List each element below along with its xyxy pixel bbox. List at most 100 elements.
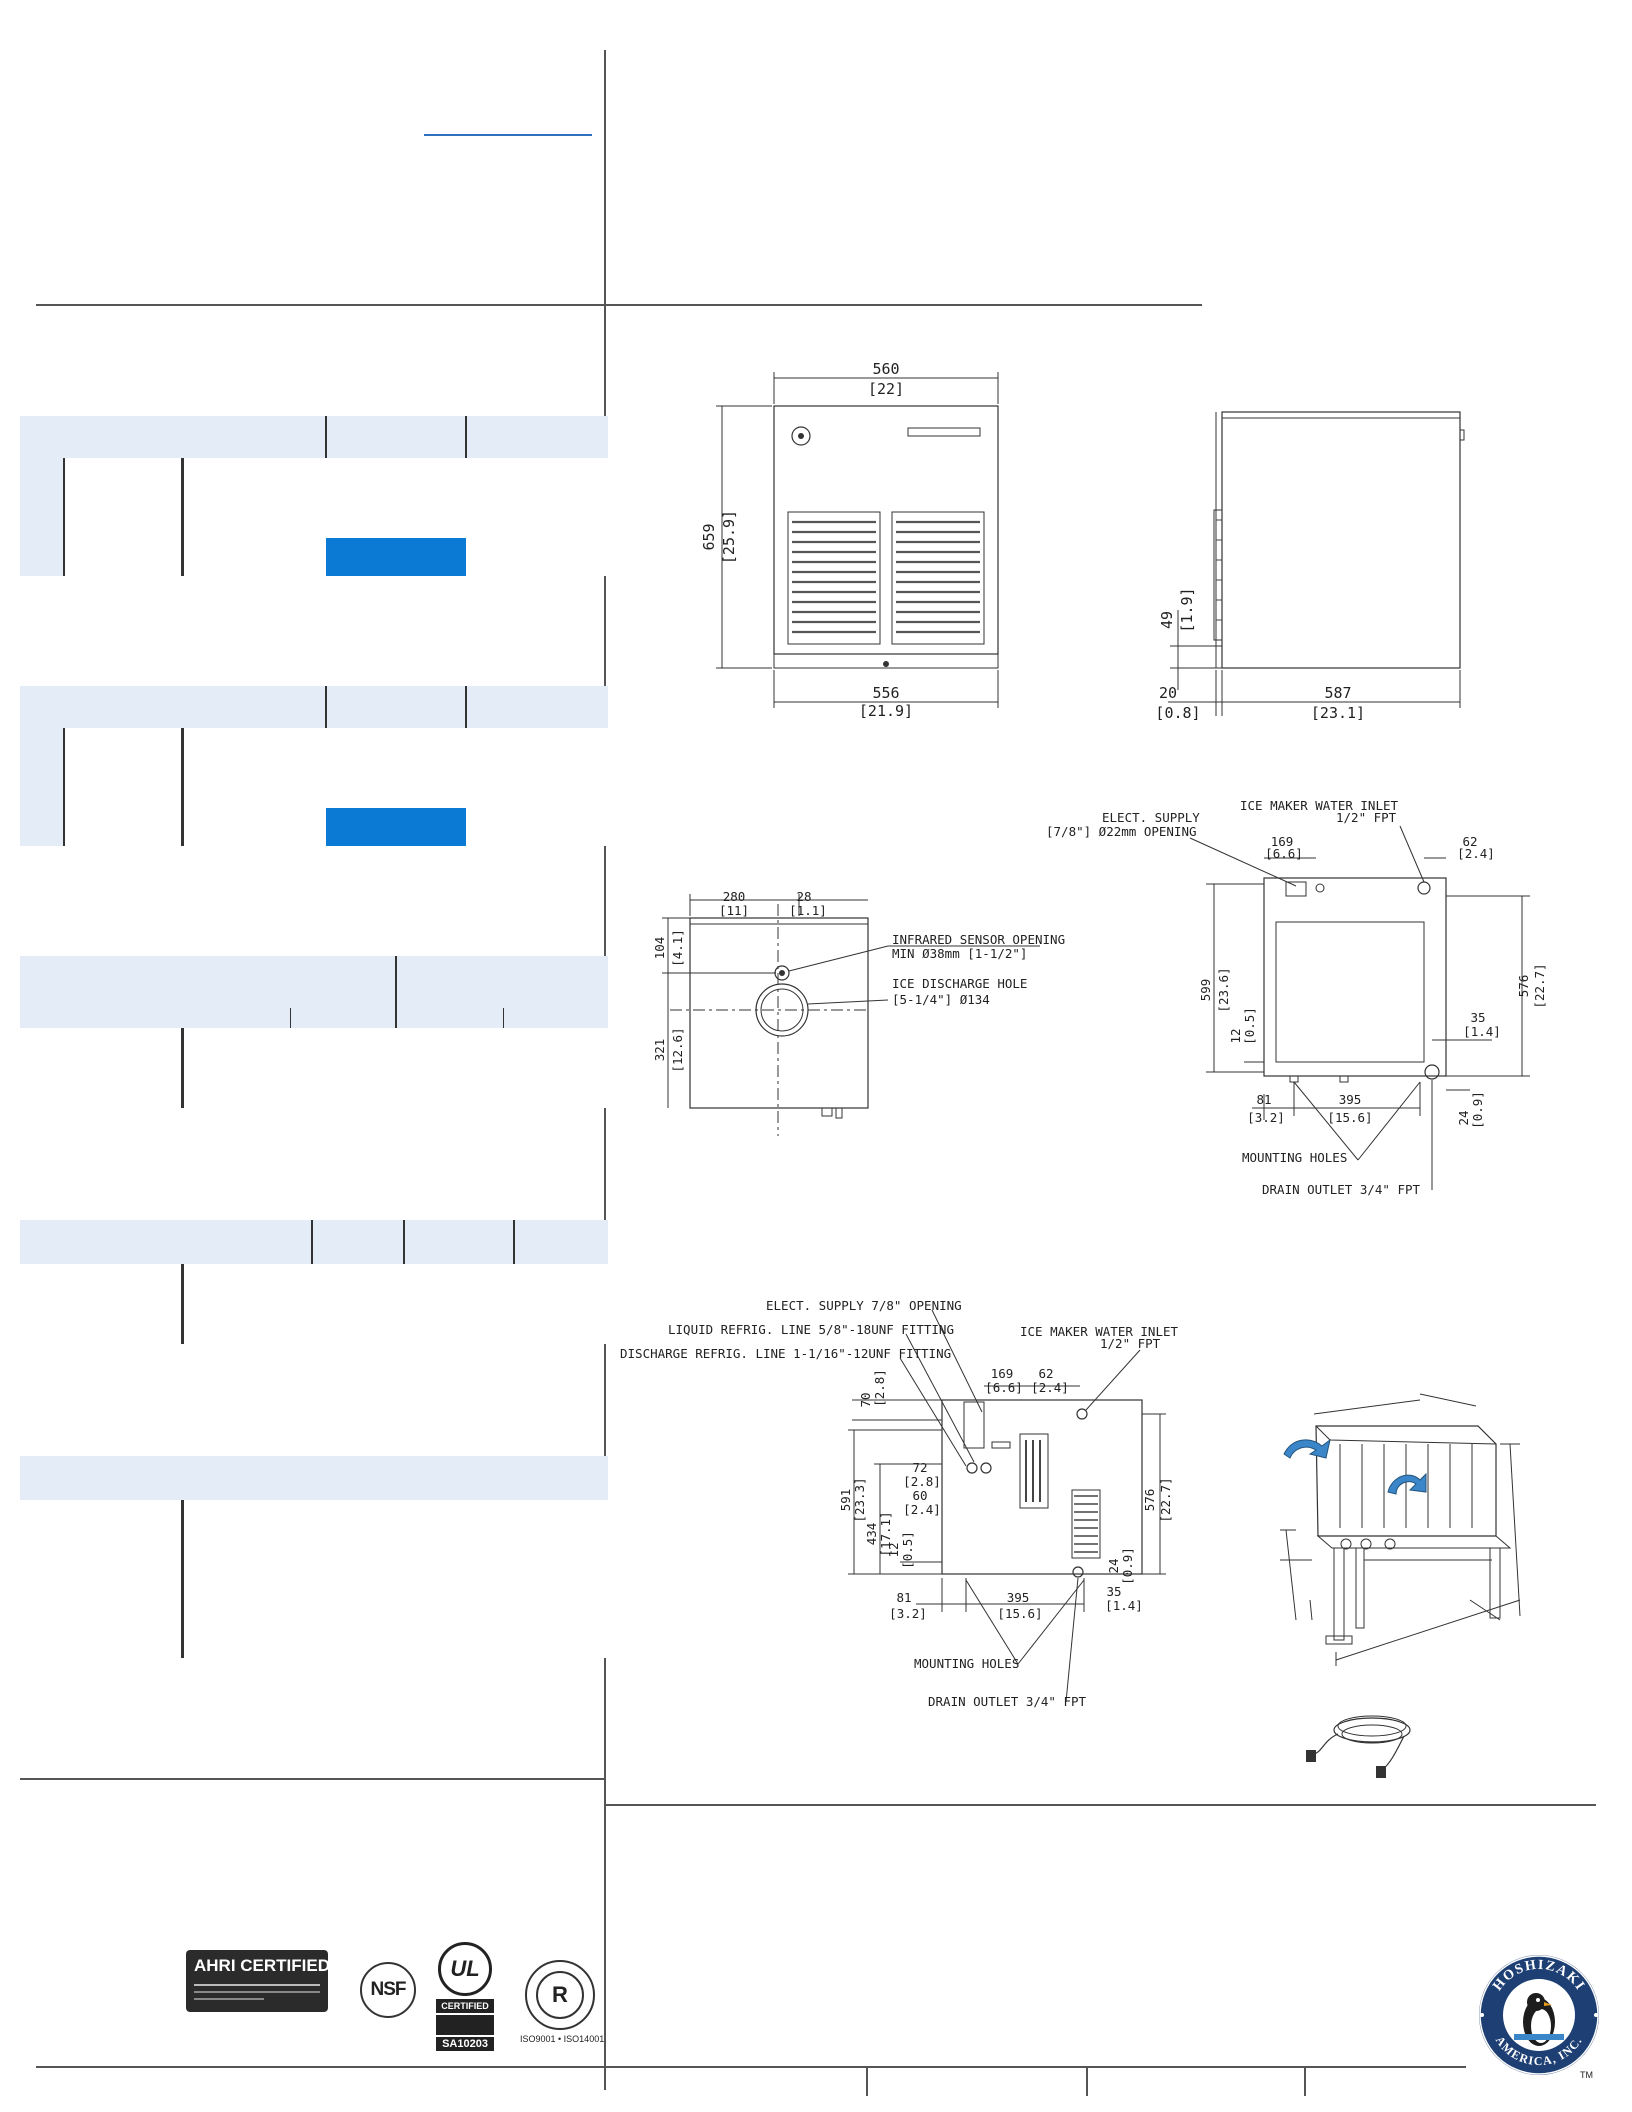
table-cell	[312, 1304, 404, 1344]
table-header	[466, 686, 608, 728]
row-group-label	[20, 458, 65, 576]
side-offset-mm: 20	[1159, 684, 1177, 702]
top-280-mm: 280	[723, 889, 746, 904]
remote-rear-view-drawing: ELECT. SUPPLY 7/8" OPENING LIQUID REFRIG…	[620, 1298, 1179, 1709]
remote-12-in: [0.5]	[900, 1531, 915, 1569]
remote-elect-supply: ELECT. SUPPLY 7/8" OPENING	[766, 1298, 962, 1313]
spec-link[interactable]	[424, 112, 592, 136]
table-cell	[312, 1264, 404, 1304]
right-top-rule	[606, 304, 1202, 306]
table-header	[20, 416, 182, 458]
water-hose-illustration	[1306, 1715, 1411, 1778]
table-cell	[326, 766, 466, 808]
front-width-in: [22]	[868, 380, 904, 398]
nsf-logo: NSF	[360, 1962, 416, 2018]
remote-12-mm: 12	[886, 1542, 901, 1557]
iso-logo: R ISO9001 • ISO14001	[520, 1960, 604, 2048]
top-321-mm: 321	[652, 1039, 667, 1062]
rear-395-mm: 395	[1339, 1092, 1362, 1107]
remote-60-in: [2.4]	[903, 1502, 941, 1517]
table-cell	[182, 1538, 608, 1578]
front-height-in: [25.9]	[720, 510, 738, 564]
remote-434-mm: 434	[864, 1523, 879, 1546]
ahri-certified-logo: AHRI CERTIFIED	[186, 1950, 330, 2012]
top-28-in: [1.1]	[789, 903, 827, 918]
table-cell	[404, 1264, 514, 1304]
table-cell	[502, 1028, 608, 1068]
rear-water-inlet-size: 1/2" FPT	[1336, 810, 1397, 825]
table-cell	[182, 766, 326, 808]
table-cell	[466, 728, 608, 766]
row-label	[64, 728, 184, 766]
table-cell	[182, 1068, 290, 1108]
row-label	[64, 458, 184, 496]
spec-table-5	[20, 1456, 608, 1658]
row-label	[64, 496, 184, 538]
table-cell	[326, 728, 466, 766]
remote-70-in: [2.8]	[872, 1369, 887, 1407]
table-cell	[182, 1264, 312, 1304]
top-104-mm: 104	[652, 937, 667, 960]
remote-35-mm: 35	[1106, 1584, 1121, 1599]
sensor-opening-size: MIN Ø38mm [1-1/2"]	[892, 946, 1027, 961]
remote-169-in: [6.6]	[985, 1380, 1023, 1395]
rear-12-mm: 12	[1228, 1028, 1243, 1043]
footer-divider-3	[1304, 2066, 1306, 2096]
hoshizaki-logo: HOSHIZAKI AMERICA, INC.	[1479, 1955, 1599, 2075]
table-cell	[466, 458, 608, 496]
rear-mounting-holes: MOUNTING HOLES	[1242, 1150, 1347, 1165]
row-label	[20, 1068, 184, 1108]
table-cell	[466, 496, 608, 538]
table-header	[20, 686, 182, 728]
technical-drawings: 560 [22] 659 [25.9] 556 [21.9] 49 [1.9] …	[620, 360, 1547, 1778]
remote-62-mm: 62	[1038, 1366, 1053, 1381]
table-cell	[326, 496, 466, 538]
ul-certified-text: CERTIFIED	[436, 1999, 494, 2013]
remote-81-in: [3.2]	[889, 1606, 927, 1621]
rear-drain-outlet: DRAIN OUTLET 3/4" FPT	[1262, 1182, 1421, 1197]
rear-35-mm: 35	[1470, 1010, 1485, 1025]
rear-81-in: [3.2]	[1247, 1110, 1285, 1125]
table-cell	[182, 458, 326, 496]
ul-logo-text: UL	[450, 1956, 480, 1981]
left-top-rule	[36, 304, 604, 306]
table-cell	[326, 458, 466, 496]
sensor-opening-label: INFRARED SENSOR OPENING	[892, 932, 1065, 947]
row-label	[20, 1028, 184, 1068]
front-base-mm: 556	[872, 684, 899, 702]
registered-mark-icon: R	[536, 1971, 584, 2019]
side-depth-in: [23.1]	[1311, 704, 1365, 722]
remote-60-mm: 60	[912, 1488, 927, 1503]
side-leg-mm: 49	[1158, 611, 1176, 629]
ul-code-text: SA10203	[436, 2037, 494, 2051]
table-cell	[396, 1068, 502, 1108]
right-bottom-rule	[606, 1804, 1596, 1806]
remote-576-in: [22.7]	[1158, 1477, 1173, 1522]
remote-395-in: [15.6]	[997, 1606, 1042, 1621]
remote-mounting-holes: MOUNTING HOLES	[914, 1656, 1019, 1671]
table-header	[20, 1220, 182, 1264]
remote-81-mm: 81	[896, 1590, 911, 1605]
table-cell	[502, 1068, 608, 1108]
row-label	[20, 1618, 184, 1658]
remote-70-mm: 70	[858, 1392, 873, 1407]
ahri-certified-text: AHRI CERTIFIED	[194, 1956, 330, 1975]
table-cell	[182, 1028, 290, 1068]
table-header	[20, 956, 182, 1028]
top-321-in: [12.6]	[670, 1027, 685, 1072]
remote-24-in: [0.9]	[1120, 1547, 1135, 1585]
discharge-hole-size: [5-1/4"] Ø134	[892, 992, 990, 1007]
row-label	[20, 1578, 184, 1618]
discharge-hole-label: ICE DISCHARGE HOLE	[892, 976, 1027, 991]
remote-591-mm: 591	[838, 1489, 853, 1512]
remote-434-in: [17.1]	[878, 1511, 893, 1556]
remote-water-inlet-label: ICE MAKER WATER INLET	[1020, 1324, 1179, 1339]
table-header-group	[182, 956, 397, 1028]
table-cell	[182, 808, 326, 846]
table-cell	[182, 1578, 608, 1618]
nsf-logo-text: NSF	[370, 1979, 407, 2000]
rear-view-drawing: ICE MAKER WATER INLET 1/2" FPT ELECT. SU…	[1046, 798, 1547, 1197]
rear-elect-supply-label: ELECT. SUPPLY	[1102, 810, 1200, 825]
table-cell	[466, 538, 608, 576]
table-cell	[514, 1264, 608, 1304]
